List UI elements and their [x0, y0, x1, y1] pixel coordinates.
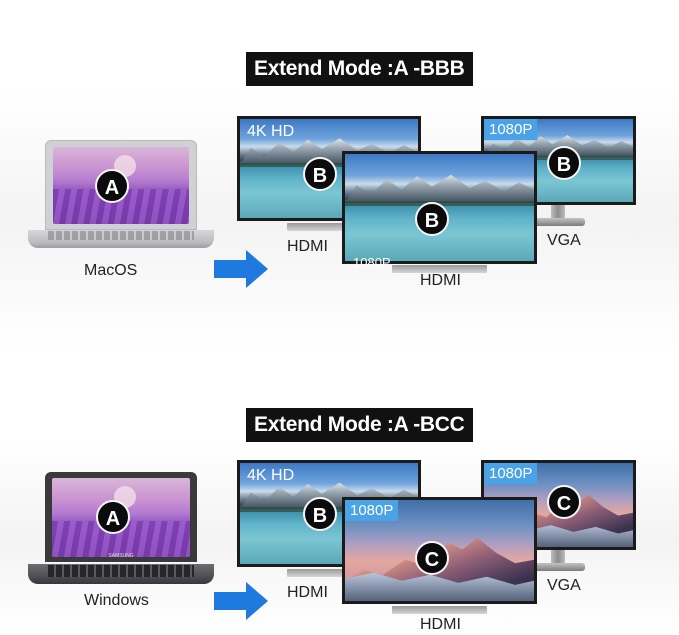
port-label-vga: VGA [547, 577, 581, 594]
monitor-hdmi-center-top: 1080P [342, 151, 537, 276]
badge-c-center: C [415, 541, 449, 575]
port-label-hdmi-left: HDMI [287, 584, 328, 601]
resolution-tag: 1080P [484, 119, 538, 140]
extend-mode-title-2: Extend Mode :A -BCC [246, 408, 473, 442]
resolution-tag: 1080P [345, 500, 399, 521]
port-label-vga: VGA [547, 232, 581, 249]
laptop-keyboard [48, 565, 194, 577]
badge-b-left: B [303, 497, 337, 531]
badge-c-right: C [547, 485, 581, 519]
laptop-lid [45, 140, 197, 230]
arrow-right-icon [214, 582, 268, 620]
badge-b-right: B [547, 146, 581, 180]
resolution-tag: 4K HD [247, 123, 295, 140]
tv-stand [392, 265, 487, 273]
monitor-stand [533, 563, 585, 571]
laptop-label-windows: Windows [84, 592, 149, 609]
extend-mode-title-1: Extend Mode :A -BBB [246, 52, 473, 86]
laptop-windows: SAMSUNG [28, 472, 214, 586]
laptop-lid [45, 472, 197, 562]
tv-stand [392, 606, 487, 614]
badge-b-center: B [415, 202, 449, 236]
tv-stand [287, 569, 377, 577]
resolution-tag: 4K HD [247, 467, 295, 484]
port-label-hdmi-center: HDMI [420, 616, 461, 633]
badge-a-macos: A [95, 169, 129, 203]
monitor-hdmi-center-bottom: 1080P [342, 497, 537, 617]
resolution-tag: 1080P [484, 463, 538, 484]
badge-b-left: B [303, 157, 337, 191]
laptop-brand: SAMSUNG [108, 553, 134, 559]
laptop-label-macos: MacOS [84, 262, 138, 279]
port-label-hdmi-center: HDMI [420, 272, 461, 289]
arrow-right-icon [214, 250, 268, 288]
laptop-macos [28, 140, 214, 250]
laptop-keyboard [48, 231, 194, 240]
tv-stand [287, 223, 377, 231]
port-label-hdmi-left: HDMI [287, 238, 328, 255]
badge-a-windows: A [96, 500, 130, 534]
resolution-tag-partial: 1080P [353, 255, 391, 270]
monitor-stand [533, 218, 585, 226]
